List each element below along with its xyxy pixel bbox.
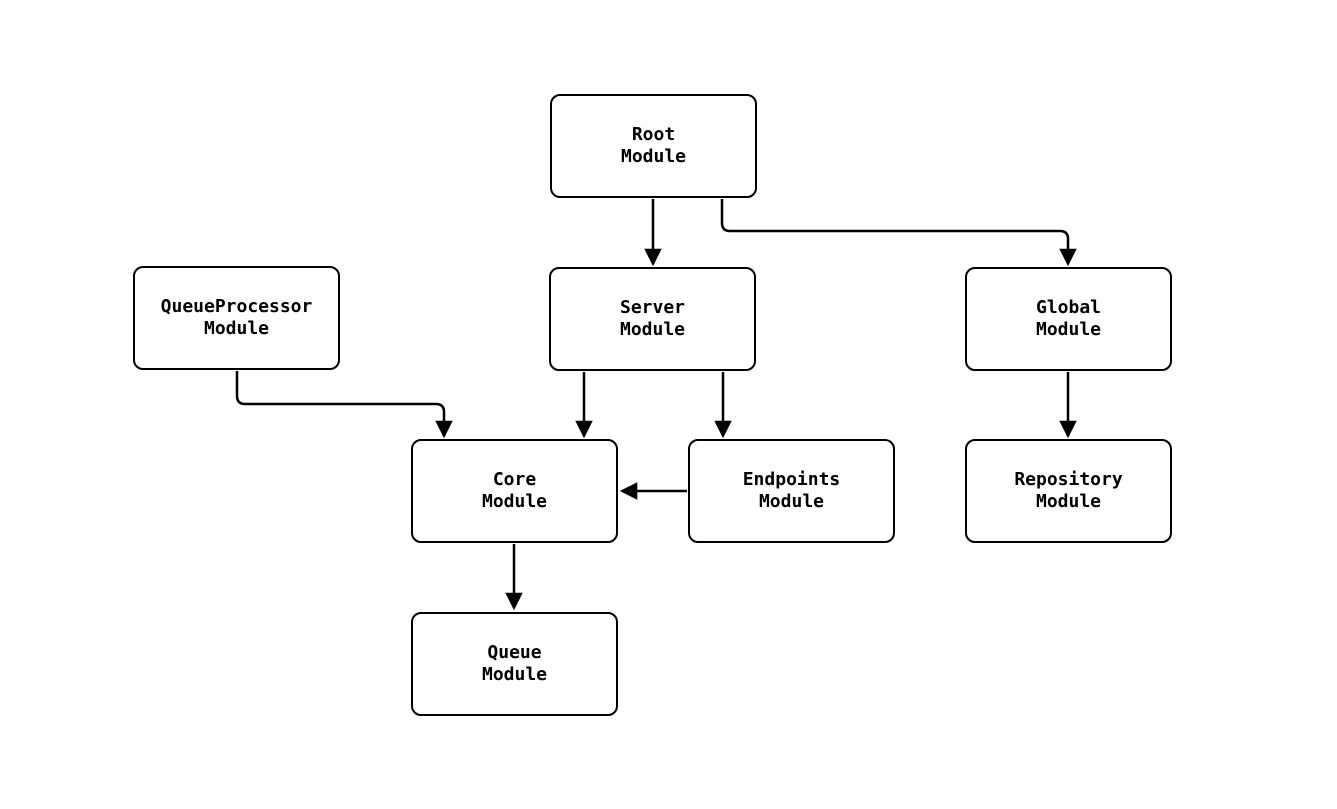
node-repository-module-label: Repository Module [1014, 469, 1123, 512]
node-queue-module-label: Queue Module [481, 642, 548, 685]
node-server-module: Server Module [549, 267, 756, 371]
node-server-module-label: Server Module [619, 297, 686, 340]
edge-root-to-global [720, 199, 1077, 267]
node-queueprocessor-module: QueueProcessor Module [133, 266, 340, 370]
node-queue-module: Queue Module [411, 612, 618, 716]
node-endpoints-module-label: Endpoints Module [742, 469, 841, 512]
node-queueprocessor-module-label: QueueProcessor Module [160, 296, 313, 339]
node-repository-module: Repository Module [965, 439, 1172, 543]
edge-queueprocessor-to-core [235, 371, 453, 439]
node-global-module: Global Module [965, 267, 1172, 371]
node-root-module: Root Module [550, 94, 757, 198]
node-endpoints-module: Endpoints Module [688, 439, 895, 543]
node-core-module: Core Module [411, 439, 618, 543]
node-core-module-label: Core Module [481, 469, 548, 512]
node-global-module-label: Global Module [1035, 297, 1102, 340]
node-root-module-label: Root Module [620, 124, 687, 167]
